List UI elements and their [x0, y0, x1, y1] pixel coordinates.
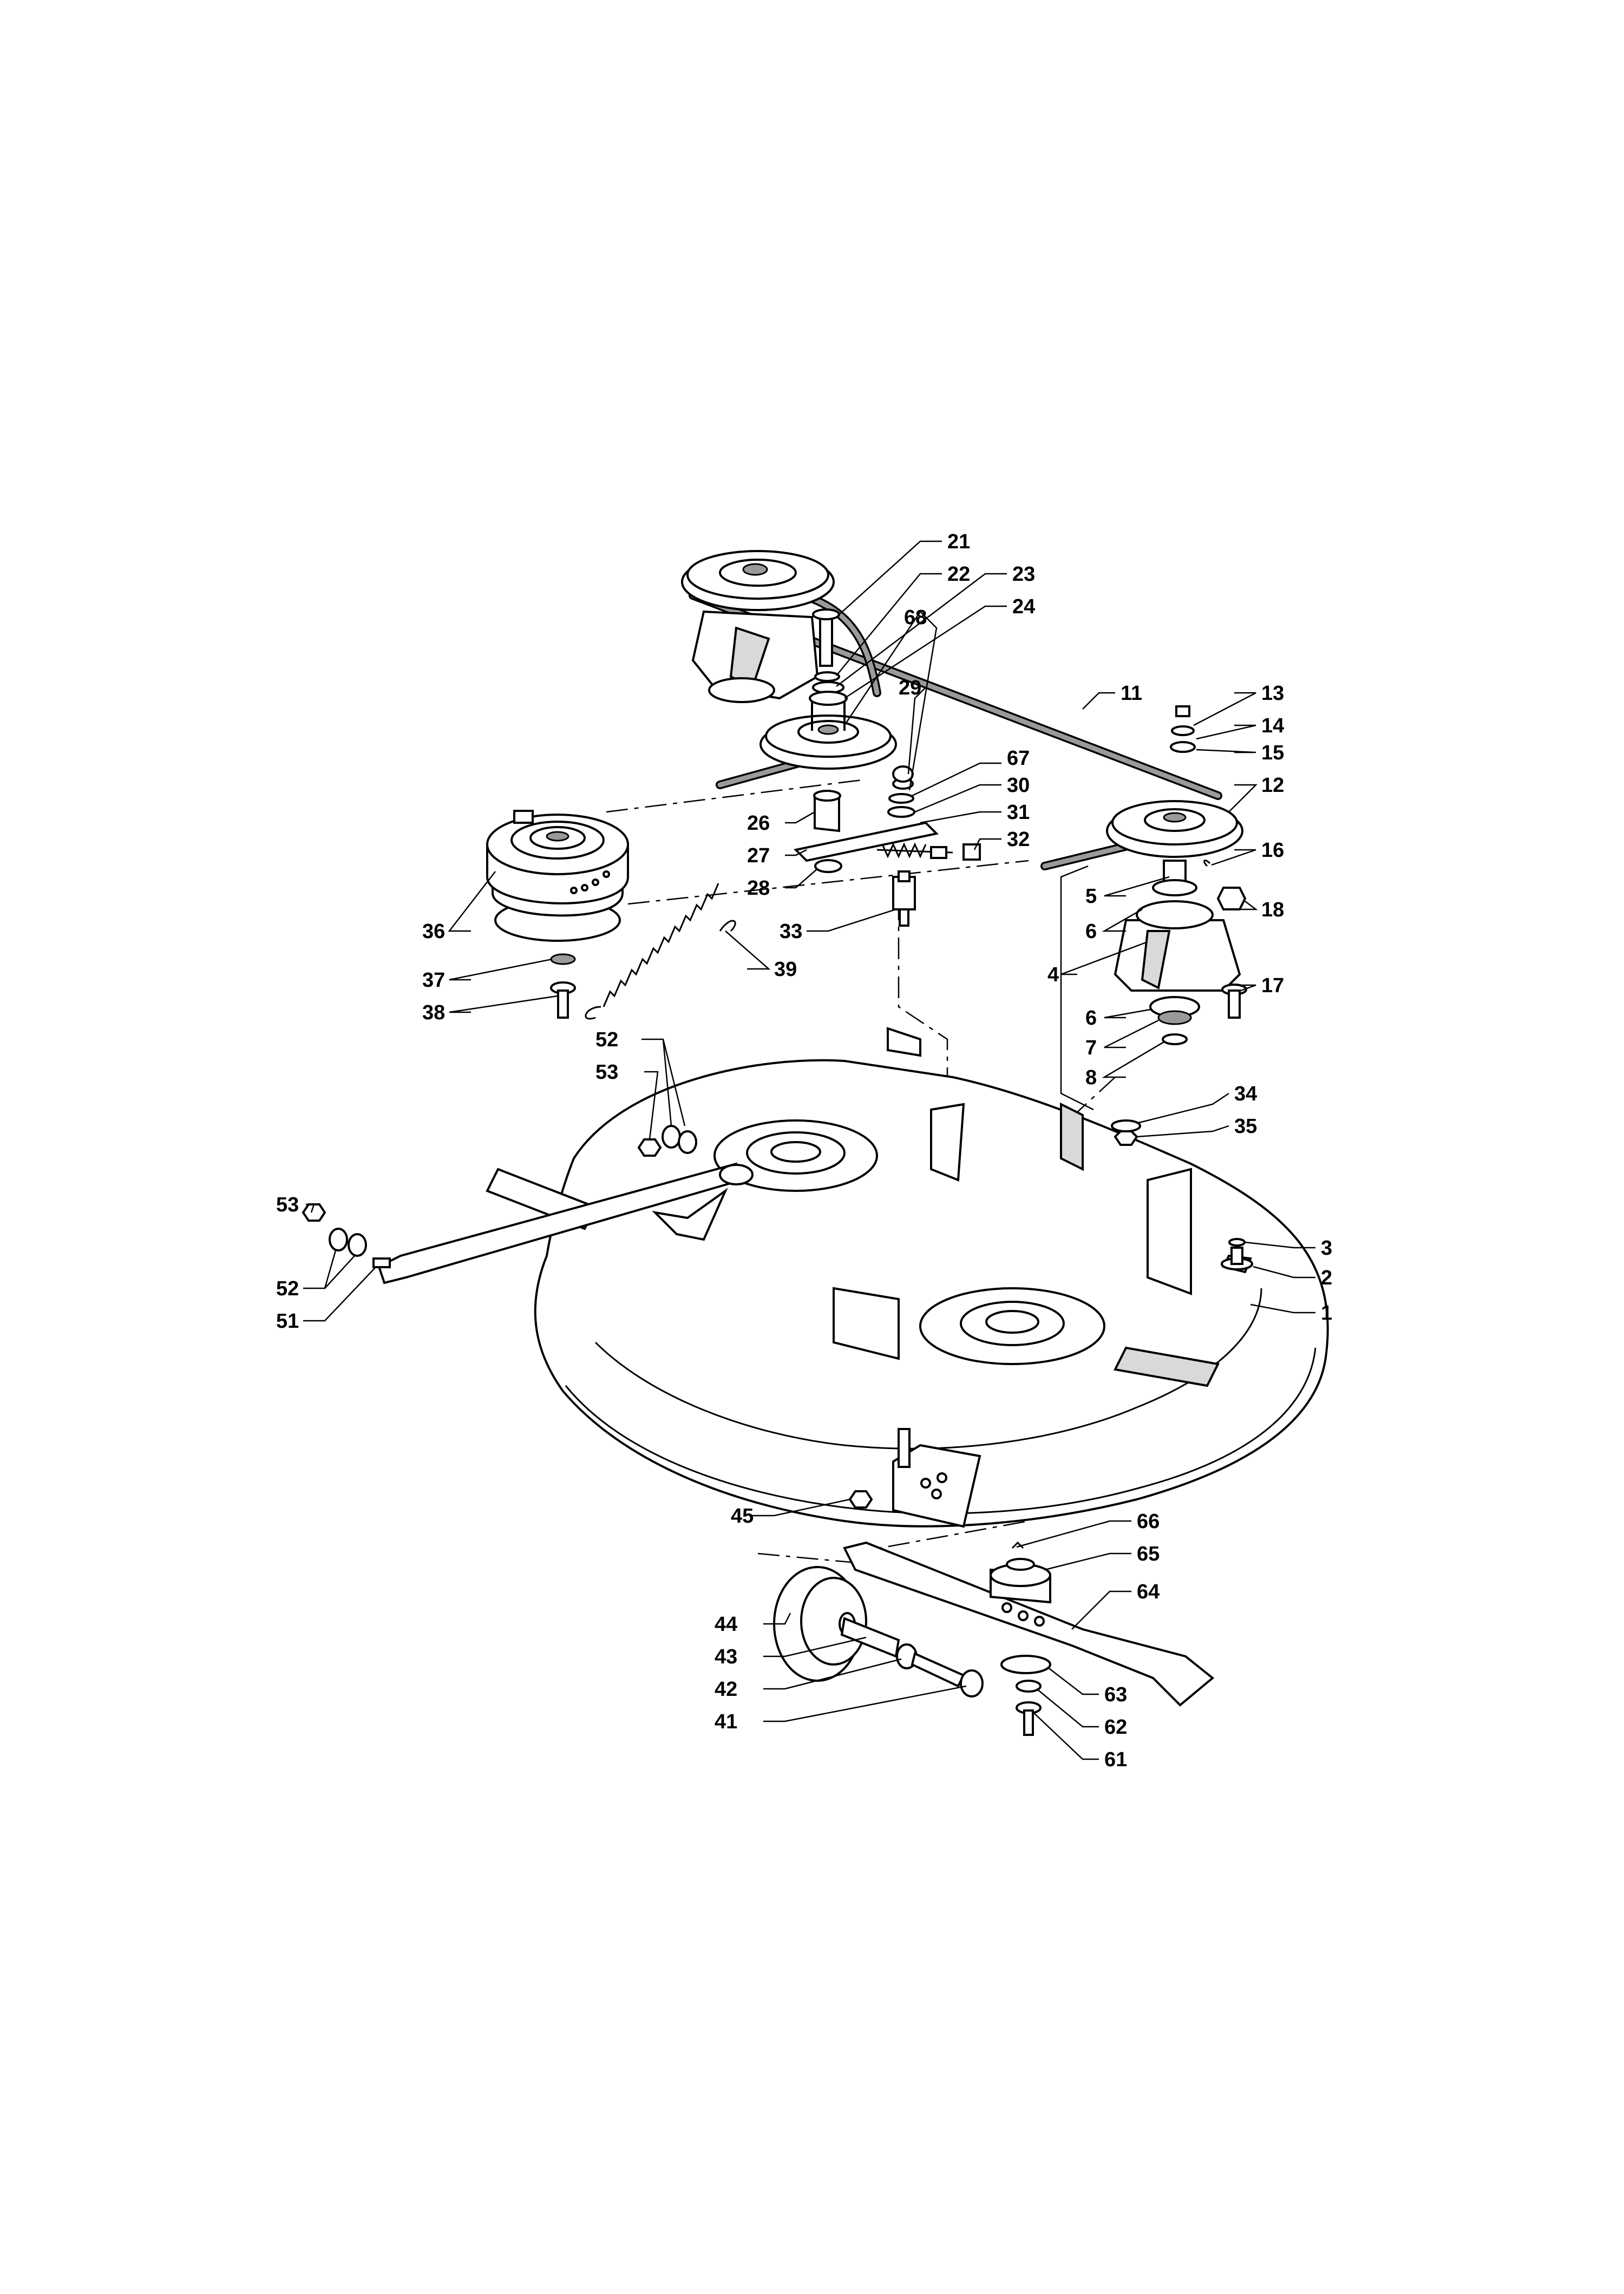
leader-lines [303, 540, 1315, 1760]
callout-12: 12 [1261, 774, 1284, 797]
callout-21: 21 [947, 530, 970, 553]
callout-52a: 52 [595, 1028, 618, 1051]
clutch-bolt-holes [570, 870, 610, 894]
idler-arm-assembly [793, 765, 981, 927]
callout-62: 62 [1104, 1716, 1127, 1739]
right-spindle-pulley [1106, 705, 1247, 1045]
callout-30: 30 [1007, 774, 1030, 797]
callout-26: 26 [747, 812, 770, 835]
callout-14: 14 [1261, 715, 1284, 737]
callout-11: 11 [1121, 682, 1142, 705]
callout-65: 65 [1137, 1543, 1160, 1565]
part-number-labels: 1 2 3 4 5 6 6 7 8 11 12 13 14 15 16 17 1… [276, 530, 1332, 1771]
callout-28: 28 [747, 877, 770, 900]
callout-8: 8 [1085, 1066, 1097, 1089]
top-spindle-pulley [681, 550, 835, 703]
callout-1: 1 [1321, 1302, 1332, 1325]
clutch-bolt [550, 953, 576, 1019]
callout-37: 37 [422, 969, 445, 992]
callout-13: 13 [1261, 682, 1284, 705]
callout-42: 42 [715, 1678, 737, 1701]
callout-2: 2 [1321, 1267, 1332, 1289]
callout-16: 16 [1261, 839, 1284, 862]
mower-deck [486, 1027, 1329, 1528]
callout-45: 45 [731, 1505, 754, 1528]
callout-64: 64 [1137, 1581, 1160, 1603]
callout-29: 29 [899, 677, 921, 699]
callout-51: 51 [276, 1310, 299, 1333]
nut-45 [848, 1490, 873, 1509]
callout-27: 27 [747, 844, 770, 867]
callout-24: 24 [1012, 595, 1035, 618]
callout-39: 39 [774, 958, 797, 981]
callout-15: 15 [1261, 742, 1284, 764]
callout-36: 36 [422, 920, 445, 943]
callout-32: 32 [1007, 828, 1030, 851]
callout-31: 31 [1007, 801, 1030, 824]
callout-18: 18 [1261, 899, 1284, 921]
callout-66: 66 [1137, 1510, 1160, 1533]
callout-23: 23 [1012, 563, 1035, 586]
callout-35: 35 [1234, 1115, 1257, 1138]
callout-38: 38 [422, 1001, 445, 1024]
electric-clutch [486, 810, 629, 942]
callout-63: 63 [1104, 1683, 1127, 1706]
pin-2-3 [1221, 1238, 1253, 1270]
callout-17: 17 [1261, 974, 1284, 997]
callout-4: 4 [1047, 964, 1059, 986]
callout-61: 61 [1104, 1748, 1127, 1771]
callout-53a: 53 [595, 1061, 618, 1084]
callout-43: 43 [715, 1646, 737, 1668]
callout-41: 41 [715, 1710, 737, 1733]
adjustment-rod [372, 1162, 754, 1284]
callout-22: 22 [947, 563, 970, 586]
callout-67: 67 [1007, 747, 1030, 770]
callout-6a: 6 [1085, 920, 1097, 943]
callout-3: 3 [1321, 1237, 1332, 1260]
callout-44: 44 [715, 1613, 737, 1636]
tension-spring [585, 883, 736, 1020]
callout-5: 5 [1085, 885, 1097, 908]
callout-33: 33 [780, 920, 802, 943]
callout-34: 34 [1234, 1083, 1257, 1105]
callout-68: 68 [904, 606, 927, 629]
callout-6b: 6 [1085, 1007, 1097, 1030]
cutting-blade [843, 1541, 1215, 1736]
bolt-washer-stack-21-24 [809, 608, 848, 706]
callout-7: 7 [1085, 1037, 1097, 1059]
callout-53b: 53 [276, 1194, 299, 1216]
callout-52b: 52 [276, 1277, 299, 1300]
anti-scalp-roller [773, 1566, 984, 1697]
